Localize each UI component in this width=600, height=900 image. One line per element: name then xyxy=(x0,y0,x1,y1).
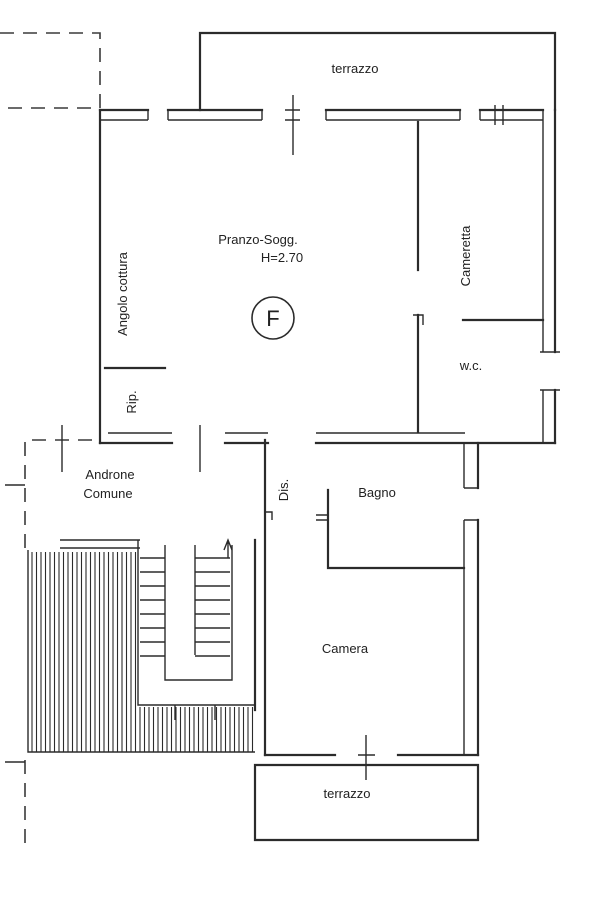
floor-badge: F xyxy=(251,296,295,340)
outer-walls xyxy=(98,108,557,445)
label-comune: Comune xyxy=(83,486,132,501)
label-wc: w.c. xyxy=(459,358,482,373)
label-cameretta: Cameretta xyxy=(458,225,473,286)
label-terrazzo-top: terrazzo xyxy=(332,61,379,76)
stairwell xyxy=(60,538,255,720)
label-androne: Androne xyxy=(85,467,134,482)
label-camera: Camera xyxy=(322,641,369,656)
common-area-hatch xyxy=(27,550,255,753)
lower-walls xyxy=(253,438,480,780)
label-bagno: Bagno xyxy=(358,485,396,500)
interior-walls xyxy=(103,120,545,434)
label-terrazzo-bottom: terrazzo xyxy=(324,786,371,801)
terrace-bottom xyxy=(253,763,480,842)
label-height: H=2.70 xyxy=(261,250,303,265)
terrace-top xyxy=(198,31,557,112)
neighbour-outline xyxy=(0,32,101,850)
label-pranzo: Pranzo-Sogg. xyxy=(218,232,298,247)
opening-marks xyxy=(61,95,560,472)
label-rip: Rip. xyxy=(124,390,139,413)
floor-badge-label: F xyxy=(266,306,279,331)
label-dis: Dis. xyxy=(276,479,291,501)
label-angolo-cottura: Angolo cottura xyxy=(115,251,130,336)
